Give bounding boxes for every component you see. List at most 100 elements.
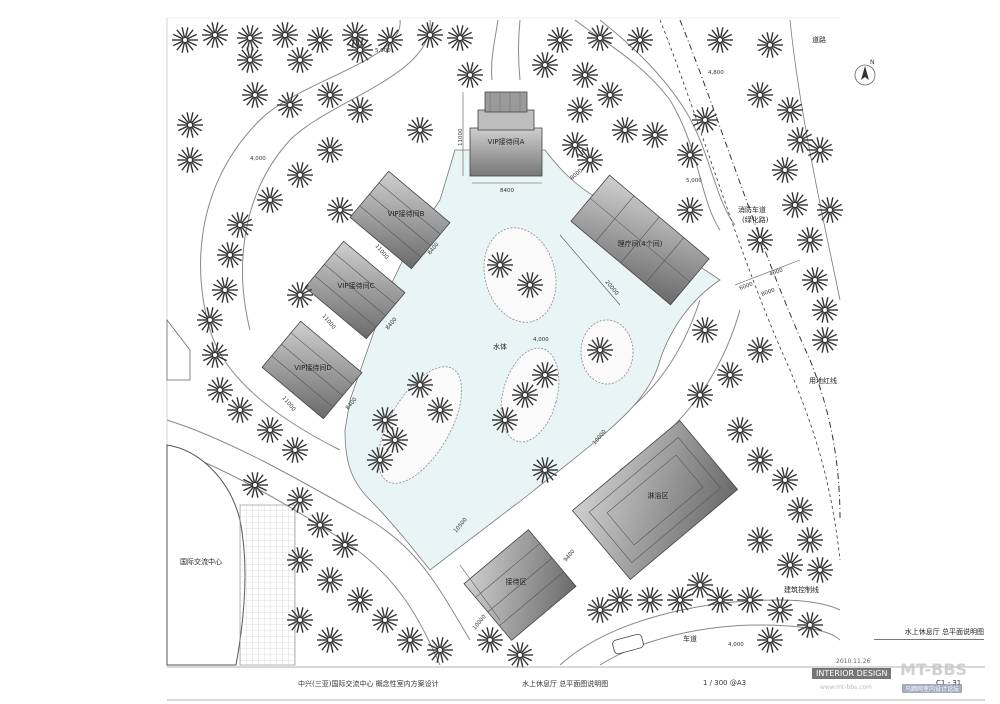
tree-icon xyxy=(692,107,718,133)
tree-icon xyxy=(417,22,443,48)
drawing-scale: 1 / 300 @A3 xyxy=(703,679,747,687)
tree-icon xyxy=(257,187,283,213)
tree-icon xyxy=(427,637,453,663)
driveway-label: 车道 xyxy=(683,634,697,643)
tree-icon xyxy=(332,532,358,558)
tree-icon xyxy=(767,597,793,623)
tree-icon xyxy=(372,407,398,433)
tree-icon xyxy=(532,52,558,78)
tree-icon xyxy=(747,447,773,473)
dim-text: 8400 xyxy=(500,188,514,194)
tree-icon xyxy=(577,147,603,173)
tree-icon xyxy=(587,25,613,51)
tree-icon xyxy=(207,377,233,403)
tree-icon xyxy=(242,82,268,108)
tree-icon xyxy=(492,407,518,433)
tree-icon xyxy=(377,27,403,53)
tree-icon xyxy=(677,142,703,168)
tree-icon xyxy=(272,22,298,48)
dim-text: 4,000 xyxy=(533,337,549,343)
title-block-lines xyxy=(167,666,985,701)
north-label: N xyxy=(870,59,875,66)
tree-icon xyxy=(347,97,373,123)
tree-icon xyxy=(172,27,198,53)
tree-icon xyxy=(627,27,653,53)
tree-icon xyxy=(757,32,783,58)
watermark-tag: 马蹄网室内设计论坛 xyxy=(902,684,963,693)
vip-a-building xyxy=(469,91,543,177)
tree-icon xyxy=(797,527,823,553)
dim-text: 11000 xyxy=(458,128,464,146)
tree-icon xyxy=(317,627,343,653)
tree-icon xyxy=(237,47,263,73)
tree-icon xyxy=(517,272,543,298)
tree-icon xyxy=(177,112,203,138)
islands xyxy=(377,227,634,484)
tree-icon xyxy=(287,282,313,308)
vip-d-building xyxy=(261,320,363,420)
road-label: 道路 xyxy=(812,35,826,44)
tree-icon xyxy=(532,457,558,483)
tree-icon xyxy=(707,27,733,53)
therapy-building xyxy=(570,174,710,306)
tree-icon xyxy=(372,607,398,633)
tree-icon xyxy=(807,137,833,163)
dim-text: 4,000 xyxy=(728,642,744,648)
build-line-label: 建筑控制线 xyxy=(784,585,819,594)
tree-icon xyxy=(237,25,263,51)
water-label: 水体 xyxy=(493,342,507,351)
tree-icon xyxy=(307,512,333,538)
tree-icon xyxy=(707,587,733,613)
tree-icon xyxy=(747,337,773,363)
tree-icon xyxy=(227,397,253,423)
tree-icon xyxy=(197,307,223,333)
tree-icon xyxy=(277,92,303,118)
tree-icon xyxy=(802,267,828,293)
tree-icon xyxy=(687,572,713,598)
therapy-label: 理疗间(4个间) xyxy=(618,239,663,248)
side-title: 水上休息厅 总平面说明图 xyxy=(874,627,984,640)
tree-icon xyxy=(202,342,228,368)
reception-building xyxy=(463,529,577,641)
tree-icon xyxy=(772,467,798,493)
tree-icon xyxy=(747,227,773,253)
tree-icon xyxy=(397,627,423,653)
boundary-lines xyxy=(659,19,841,561)
tree-icon xyxy=(747,82,773,108)
tree-icon xyxy=(347,37,373,63)
dim-text: 5,000 xyxy=(375,48,391,54)
intl-center-label: 国际交流中心 xyxy=(180,557,222,566)
tree-icon xyxy=(347,587,373,613)
tree-icon xyxy=(407,117,433,143)
tree-icon xyxy=(782,192,808,218)
tree-icon xyxy=(667,587,693,613)
tree-icon xyxy=(797,227,823,253)
tree-icon xyxy=(212,277,238,303)
tree-icon xyxy=(317,137,343,163)
tree-icon xyxy=(477,627,503,653)
site-boundary-label: 用地红线 xyxy=(809,376,837,385)
tree-icon xyxy=(457,62,483,88)
tree-icon xyxy=(287,162,313,188)
tree-icon xyxy=(587,597,613,623)
tree-icon xyxy=(532,362,558,388)
tree-icon xyxy=(807,557,833,583)
bath-label: 淋浴区 xyxy=(648,491,669,500)
fire-lane-sub-label: (绿化路) xyxy=(742,215,769,224)
tree-icon xyxy=(747,527,773,553)
dim-text: 4000 xyxy=(769,267,785,278)
tree-icon xyxy=(282,437,308,463)
tree-icon xyxy=(737,587,763,613)
tree-icon xyxy=(177,147,203,173)
tree-icon xyxy=(217,242,243,268)
tree-icon xyxy=(642,122,668,148)
dim-text: 9400 xyxy=(563,548,577,563)
tree-icon xyxy=(317,82,343,108)
tree-icon xyxy=(757,627,783,653)
drawing-title: 水上休息厅 总平面图说明图 xyxy=(522,680,609,688)
tree-icon xyxy=(327,197,353,223)
car-icon xyxy=(612,633,644,655)
tree-icon xyxy=(562,132,588,158)
